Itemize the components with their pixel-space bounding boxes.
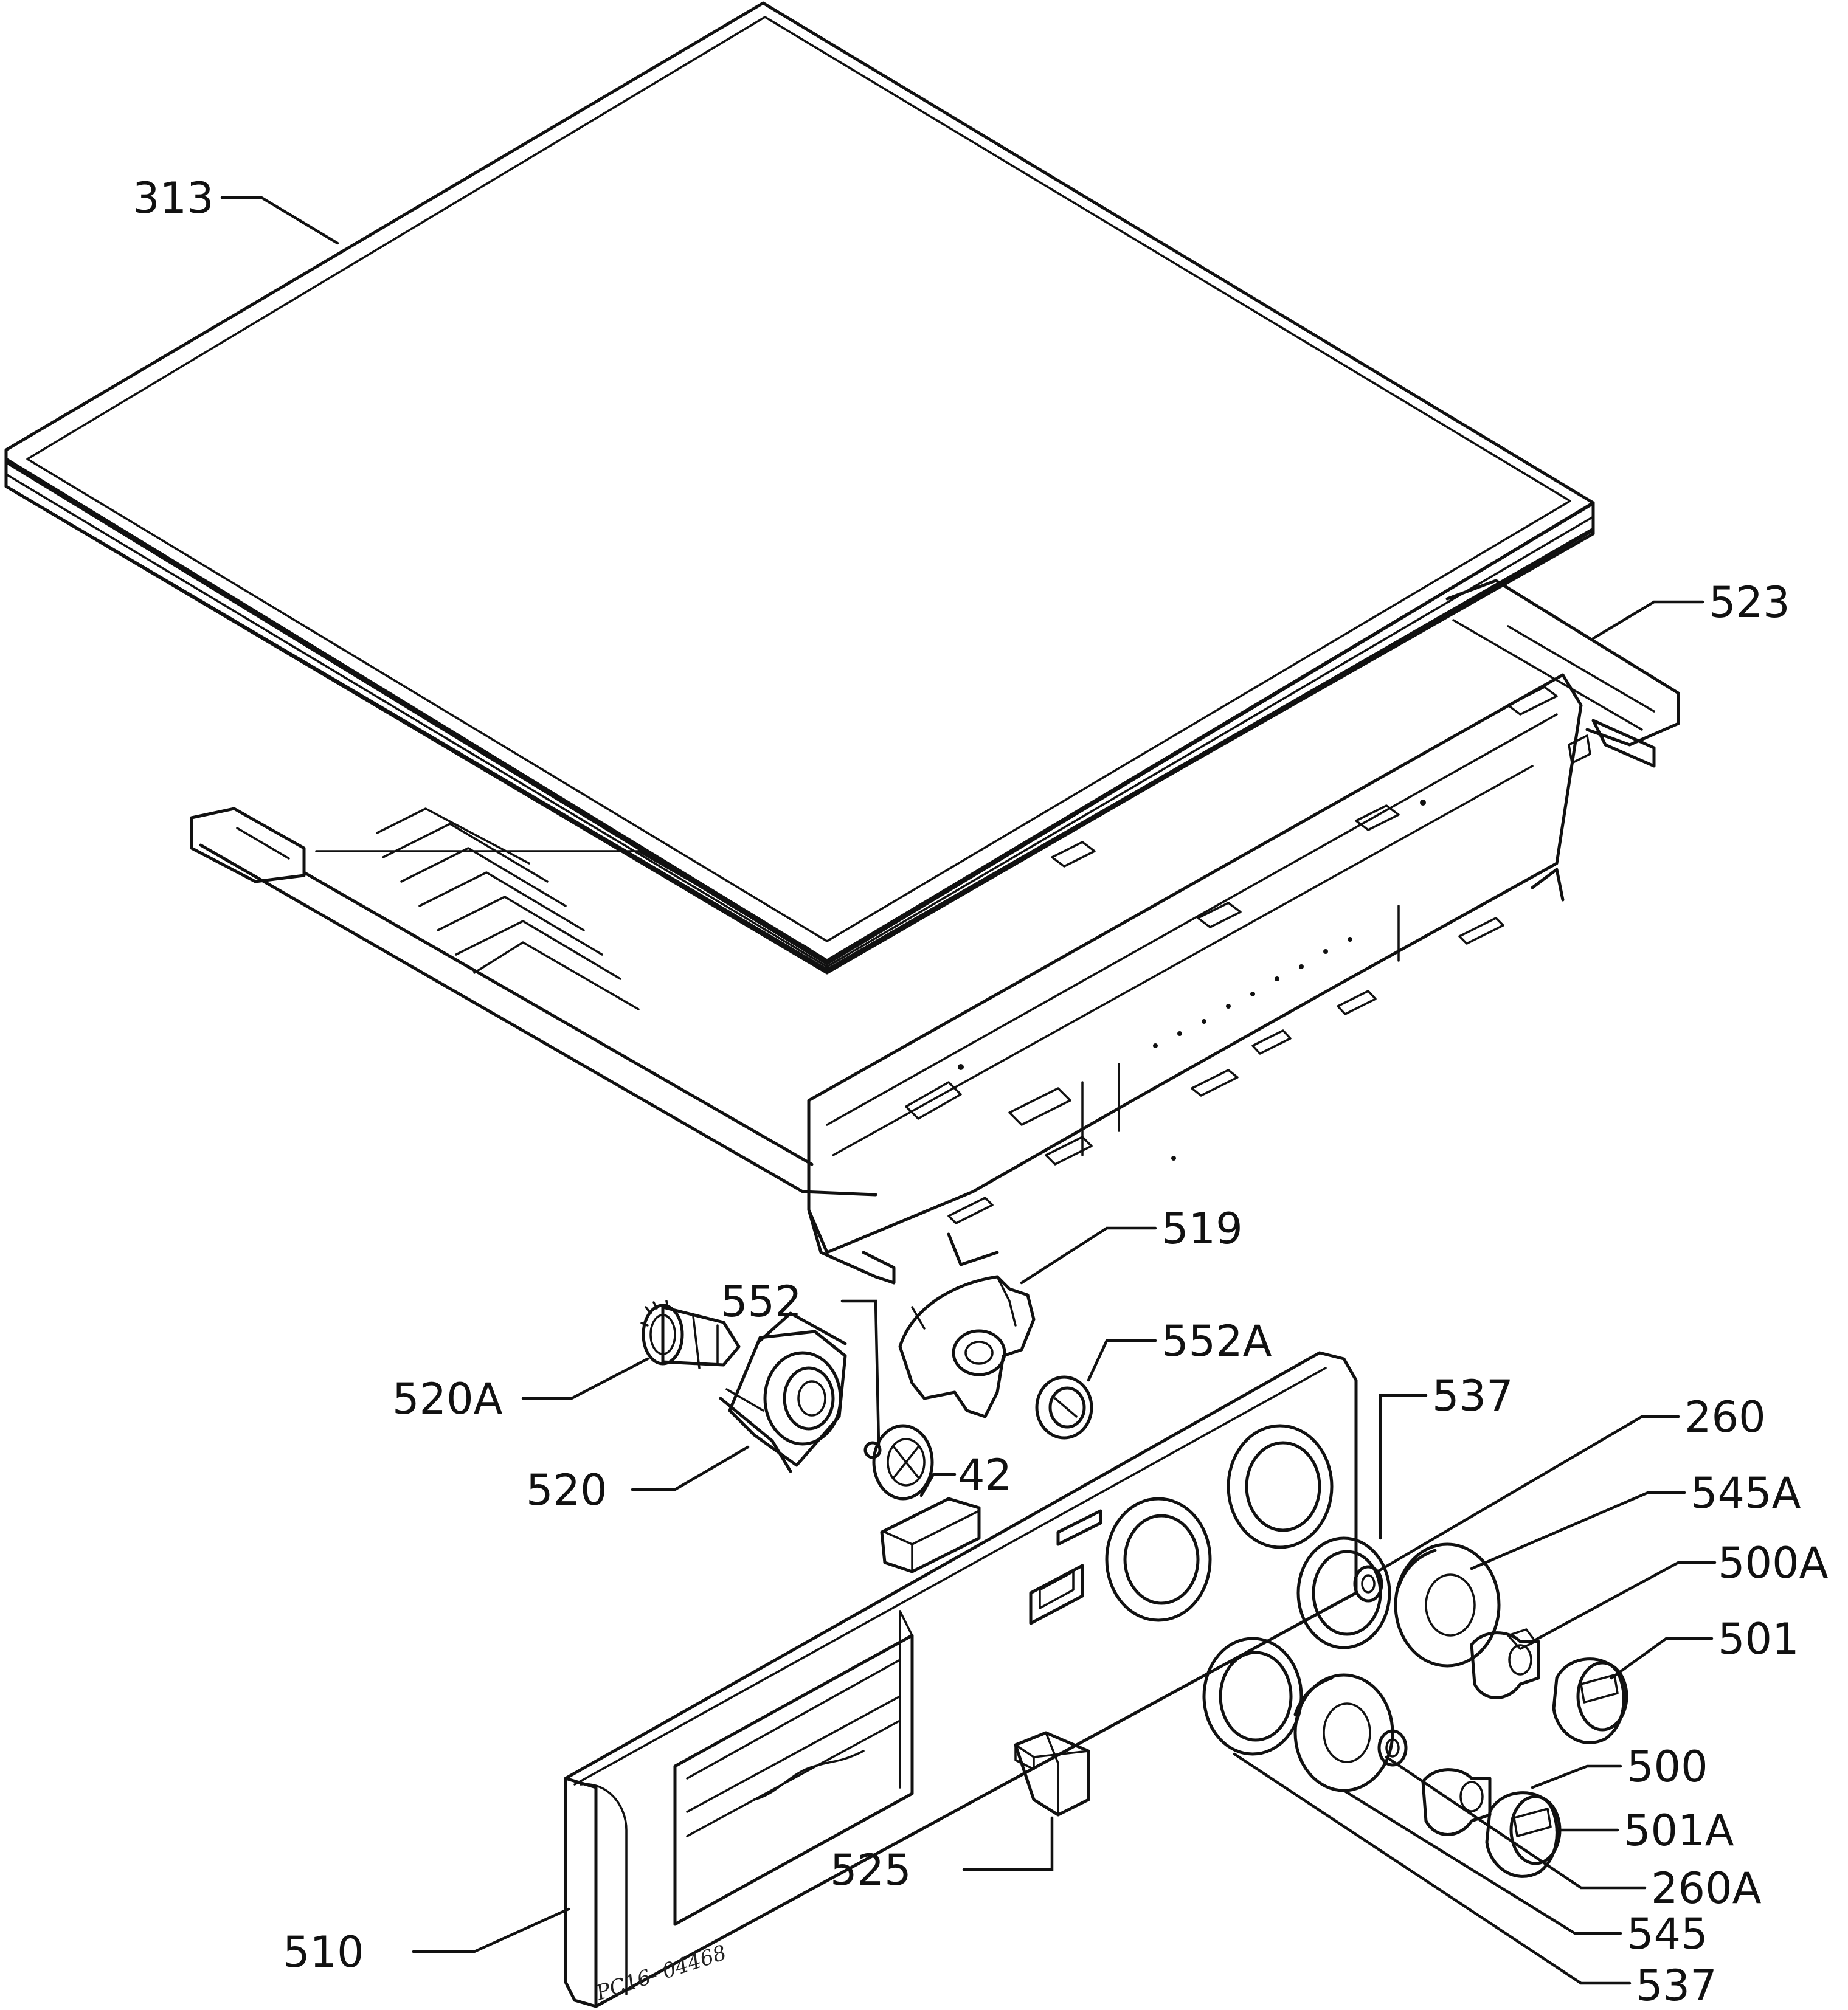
part-519-bracket: [898, 1275, 1036, 1418]
callout-537-bottom: 537: [1636, 1961, 1717, 2010]
part-260-spring: [1353, 1565, 1383, 1603]
callout-523: 523: [1709, 578, 1790, 627]
callout-501: 501: [1718, 1614, 1799, 1664]
callout-552A: 552A: [1161, 1316, 1272, 1366]
callout-260A: 260A: [1651, 1863, 1762, 1913]
part-537-ring-top: [1296, 1536, 1391, 1649]
callout-500A: 500A: [1718, 1538, 1829, 1588]
part-42-block: [880, 1497, 981, 1573]
callout-545A: 545A: [1691, 1468, 1801, 1518]
part-500-shaft: [1421, 1768, 1492, 1836]
callout-42: 42: [958, 1450, 1012, 1500]
part-501-knob: [1552, 1657, 1628, 1744]
drawing-number-stamp: PC16- 04468: [592, 1941, 729, 2006]
part-520A-shaft: [640, 1300, 741, 1369]
callout-260: 260: [1684, 1392, 1766, 1442]
part-545A-disc: [1394, 1542, 1501, 1668]
part-523-frame: [190, 579, 1680, 1285]
part-537-ring-bottom: [1202, 1637, 1303, 1756]
part-501A-knob: [1485, 1791, 1562, 1878]
part-525-switch: [1014, 1731, 1090, 1817]
part-520-switch: [719, 1311, 847, 1473]
callout-labels: 313 523 519 552 552A 520A 520 42 537 260…: [133, 173, 1829, 2010]
part-313-worktop: [4, 1, 1595, 975]
callout-500: 500: [1627, 1742, 1708, 1792]
part-500A-shaft: [1470, 1628, 1540, 1699]
callout-552: 552: [721, 1277, 802, 1327]
callout-510: 510: [283, 1927, 364, 1977]
leader-lines: [220, 196, 1717, 1985]
callout-520: 520: [526, 1465, 607, 1515]
part-545-disc: [1293, 1673, 1394, 1792]
part-552-knob: [863, 1424, 934, 1501]
callout-525: 525: [830, 1845, 912, 1895]
callout-545: 545: [1627, 1909, 1708, 1959]
callout-519: 519: [1161, 1204, 1243, 1254]
callout-313: 313: [133, 173, 214, 223]
part-552A-ring: [1035, 1375, 1093, 1440]
callout-537-top: 537: [1432, 1371, 1514, 1421]
callout-520A: 520A: [392, 1374, 503, 1424]
callout-501A: 501A: [1624, 1806, 1734, 1856]
part-260A-spring: [1377, 1729, 1408, 1767]
